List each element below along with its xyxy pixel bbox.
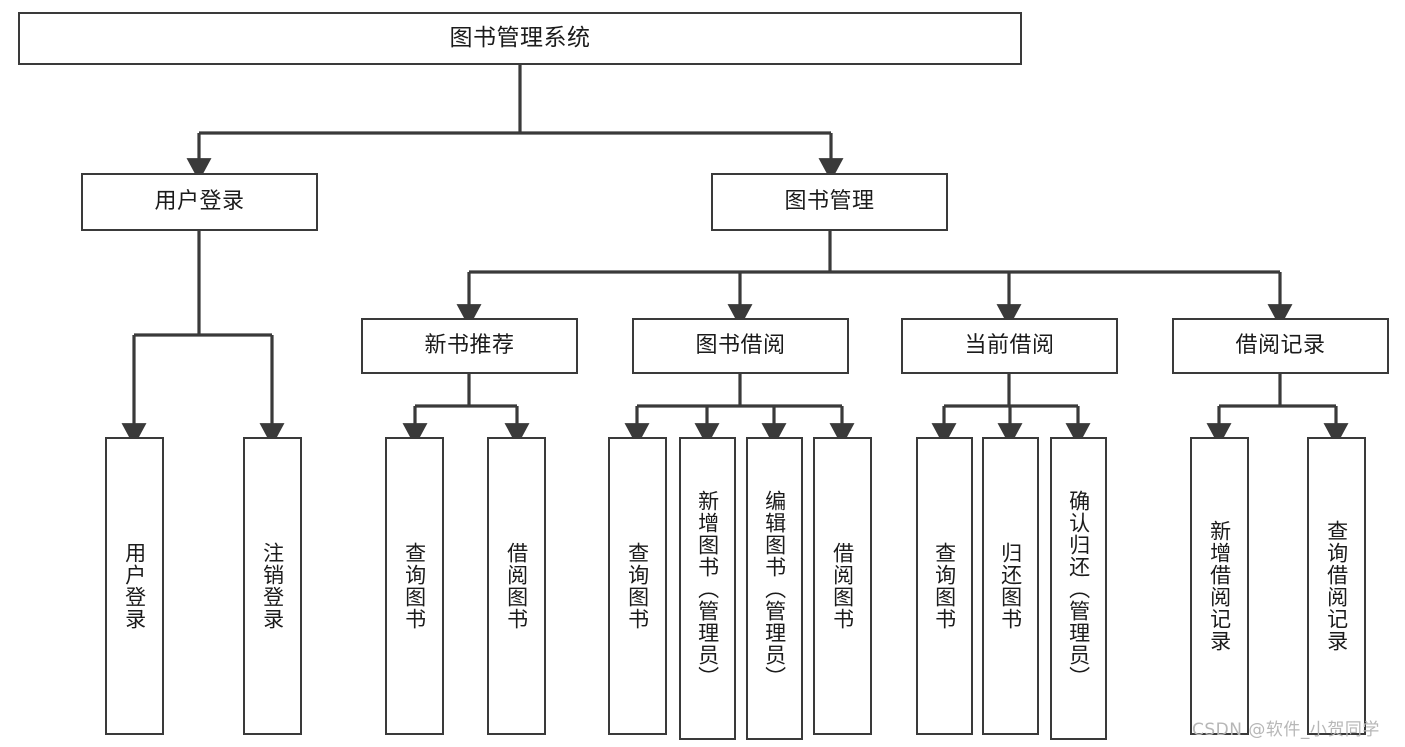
node-leaf-cb-return[interactable]: 归还图书 [982,437,1039,735]
node-leaf-br-query-label: 查询借阅记录 [1324,520,1349,652]
node-leaf-bb-edit-label: 编辑图书（管理员） [762,489,787,688]
node-leaf-user-login-label: 用户登录 [122,542,147,630]
node-leaf-bb-borrow-label: 借阅图书 [830,542,855,630]
node-leaf-user-logout[interactable]: 注销登录 [243,437,302,735]
node-leaf-user-login[interactable]: 用户登录 [105,437,164,735]
node-leaf-cb-confirm[interactable]: 确认归还（管理员） [1050,437,1107,740]
node-leaf-bb-add[interactable]: 新增图书（管理员） [679,437,736,740]
node-leaf-bb-query[interactable]: 查询图书 [608,437,667,735]
node-leaf-bb-edit[interactable]: 编辑图书（管理员） [746,437,803,740]
node-leaf-rec-borrow-label: 借阅图书 [504,542,529,630]
node-leaf-br-add-label: 新增借阅记录 [1207,520,1232,652]
node-borrow-record-label: 借阅记录 [1235,332,1326,358]
node-book-borrow[interactable]: 图书借阅 [632,318,849,374]
node-leaf-rec-query[interactable]: 查询图书 [385,437,444,735]
node-leaf-cb-query-label: 查询图书 [932,542,957,630]
node-root[interactable]: 图书管理系统 [18,12,1022,65]
node-root-label: 图书管理系统 [449,24,591,51]
node-leaf-bb-add-label: 新增图书（管理员） [695,489,720,688]
node-user-login[interactable]: 用户登录 [81,173,318,231]
node-leaf-cb-confirm-label: 确认归还（管理员） [1066,489,1091,688]
node-current-borrow[interactable]: 当前借阅 [901,318,1118,374]
node-book-mgmt[interactable]: 图书管理 [711,173,948,231]
node-leaf-rec-query-label: 查询图书 [402,542,427,630]
node-new-book-rec-label: 新书推荐 [424,332,515,358]
node-leaf-bb-query-label: 查询图书 [625,542,650,630]
node-leaf-bb-borrow[interactable]: 借阅图书 [813,437,872,735]
node-current-borrow-label: 当前借阅 [964,332,1055,358]
node-leaf-br-query[interactable]: 查询借阅记录 [1307,437,1366,735]
node-book-borrow-label: 图书借阅 [695,332,786,358]
node-leaf-cb-return-label: 归还图书 [998,542,1023,630]
node-user-login-label: 用户登录 [154,188,245,214]
node-leaf-rec-borrow[interactable]: 借阅图书 [487,437,546,735]
node-leaf-br-add[interactable]: 新增借阅记录 [1190,437,1249,735]
node-new-book-rec[interactable]: 新书推荐 [361,318,578,374]
node-book-mgmt-label: 图书管理 [784,188,875,214]
node-leaf-cb-query[interactable]: 查询图书 [916,437,973,735]
node-borrow-record[interactable]: 借阅记录 [1172,318,1389,374]
node-leaf-user-logout-label: 注销登录 [260,542,285,630]
